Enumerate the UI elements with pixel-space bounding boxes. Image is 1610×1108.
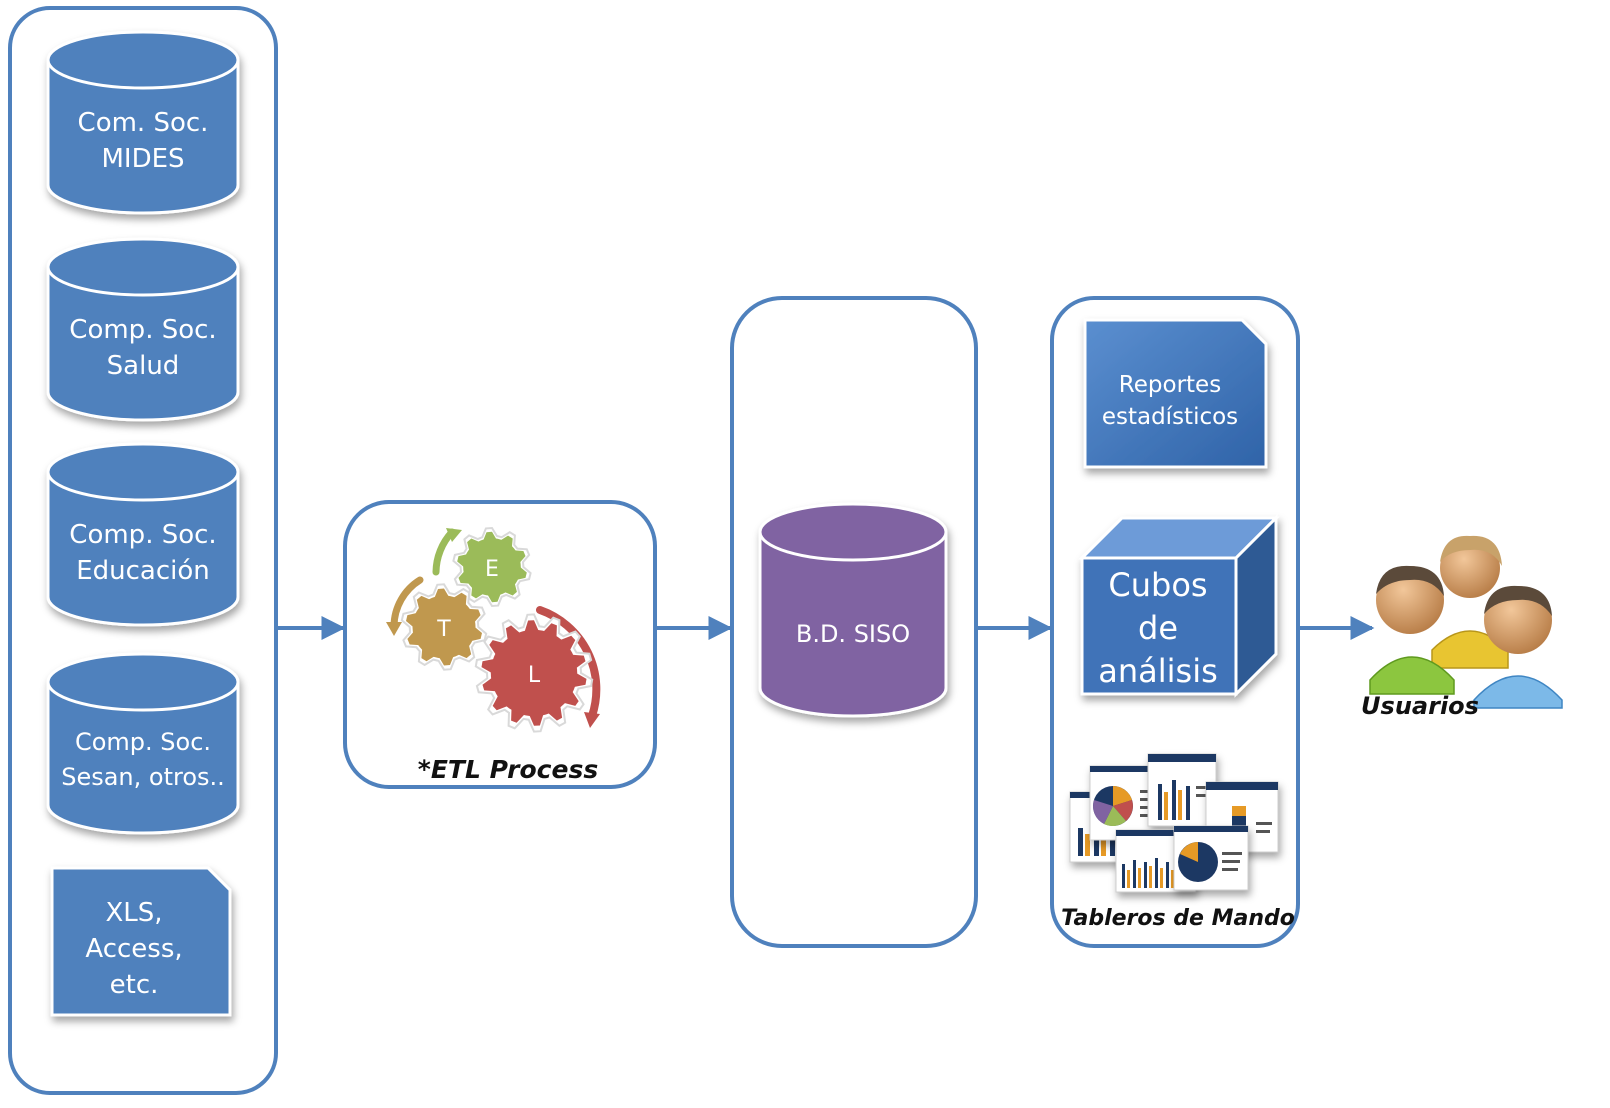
files-line1: XLS,: [105, 898, 162, 928]
etl-panel: [343, 500, 657, 789]
db-salud-line1: Comp. Soc.: [69, 315, 216, 345]
db-mides-line1: Com. Soc.: [78, 108, 209, 138]
database-cylinder-educacion: [46, 442, 240, 627]
reports-line1: Reportes: [1119, 372, 1221, 398]
etl-gears-icon: [386, 528, 601, 728]
dashboards-caption: Tableros de Mando: [1061, 906, 1295, 931]
gear-t-label: T: [436, 617, 451, 642]
sources-panel: [8, 6, 278, 1095]
database-cylinder-salud: [46, 237, 240, 422]
users-caption: Usuarios: [1361, 692, 1479, 720]
cubes-line3: análisis: [1098, 652, 1218, 690]
dashboard-thumbnails-image: [1069, 753, 1279, 893]
warehouse-cylinder: [758, 502, 948, 718]
warehouse-label: B.D. SISO: [796, 620, 910, 648]
database-cylinder-sesan: [46, 652, 240, 835]
olap-cube-shape: [1078, 514, 1280, 698]
gear-l-icon: [474, 613, 594, 733]
etl-caption: *ETL Process: [418, 755, 598, 784]
gear-e-label: E: [485, 557, 499, 582]
db-sesan-line2: Sesan, otros..: [61, 763, 225, 791]
users-group-icon: [1369, 535, 1563, 709]
reports-line2: estadísticos: [1102, 404, 1238, 430]
cubes-line2: de: [1138, 609, 1178, 647]
database-cylinder-mides: [46, 30, 240, 215]
reports-document-shape: [1083, 318, 1268, 469]
files-line3: etc.: [110, 970, 159, 1000]
gear-l-label: L: [528, 663, 541, 688]
files-document-shape: [50, 866, 232, 1017]
db-sesan-line1: Comp. Soc.: [75, 728, 211, 756]
db-salud-line2: Salud: [107, 351, 180, 381]
files-line2: Access,: [85, 934, 182, 964]
db-educacion-line2: Educación: [76, 556, 210, 586]
gear-e-icon: [452, 526, 532, 608]
db-mides-line2: MIDES: [101, 144, 184, 174]
cubes-line1: Cubos: [1108, 566, 1207, 604]
db-educacion-line1: Comp. Soc.: [69, 520, 216, 550]
gear-t-icon: [400, 583, 488, 671]
